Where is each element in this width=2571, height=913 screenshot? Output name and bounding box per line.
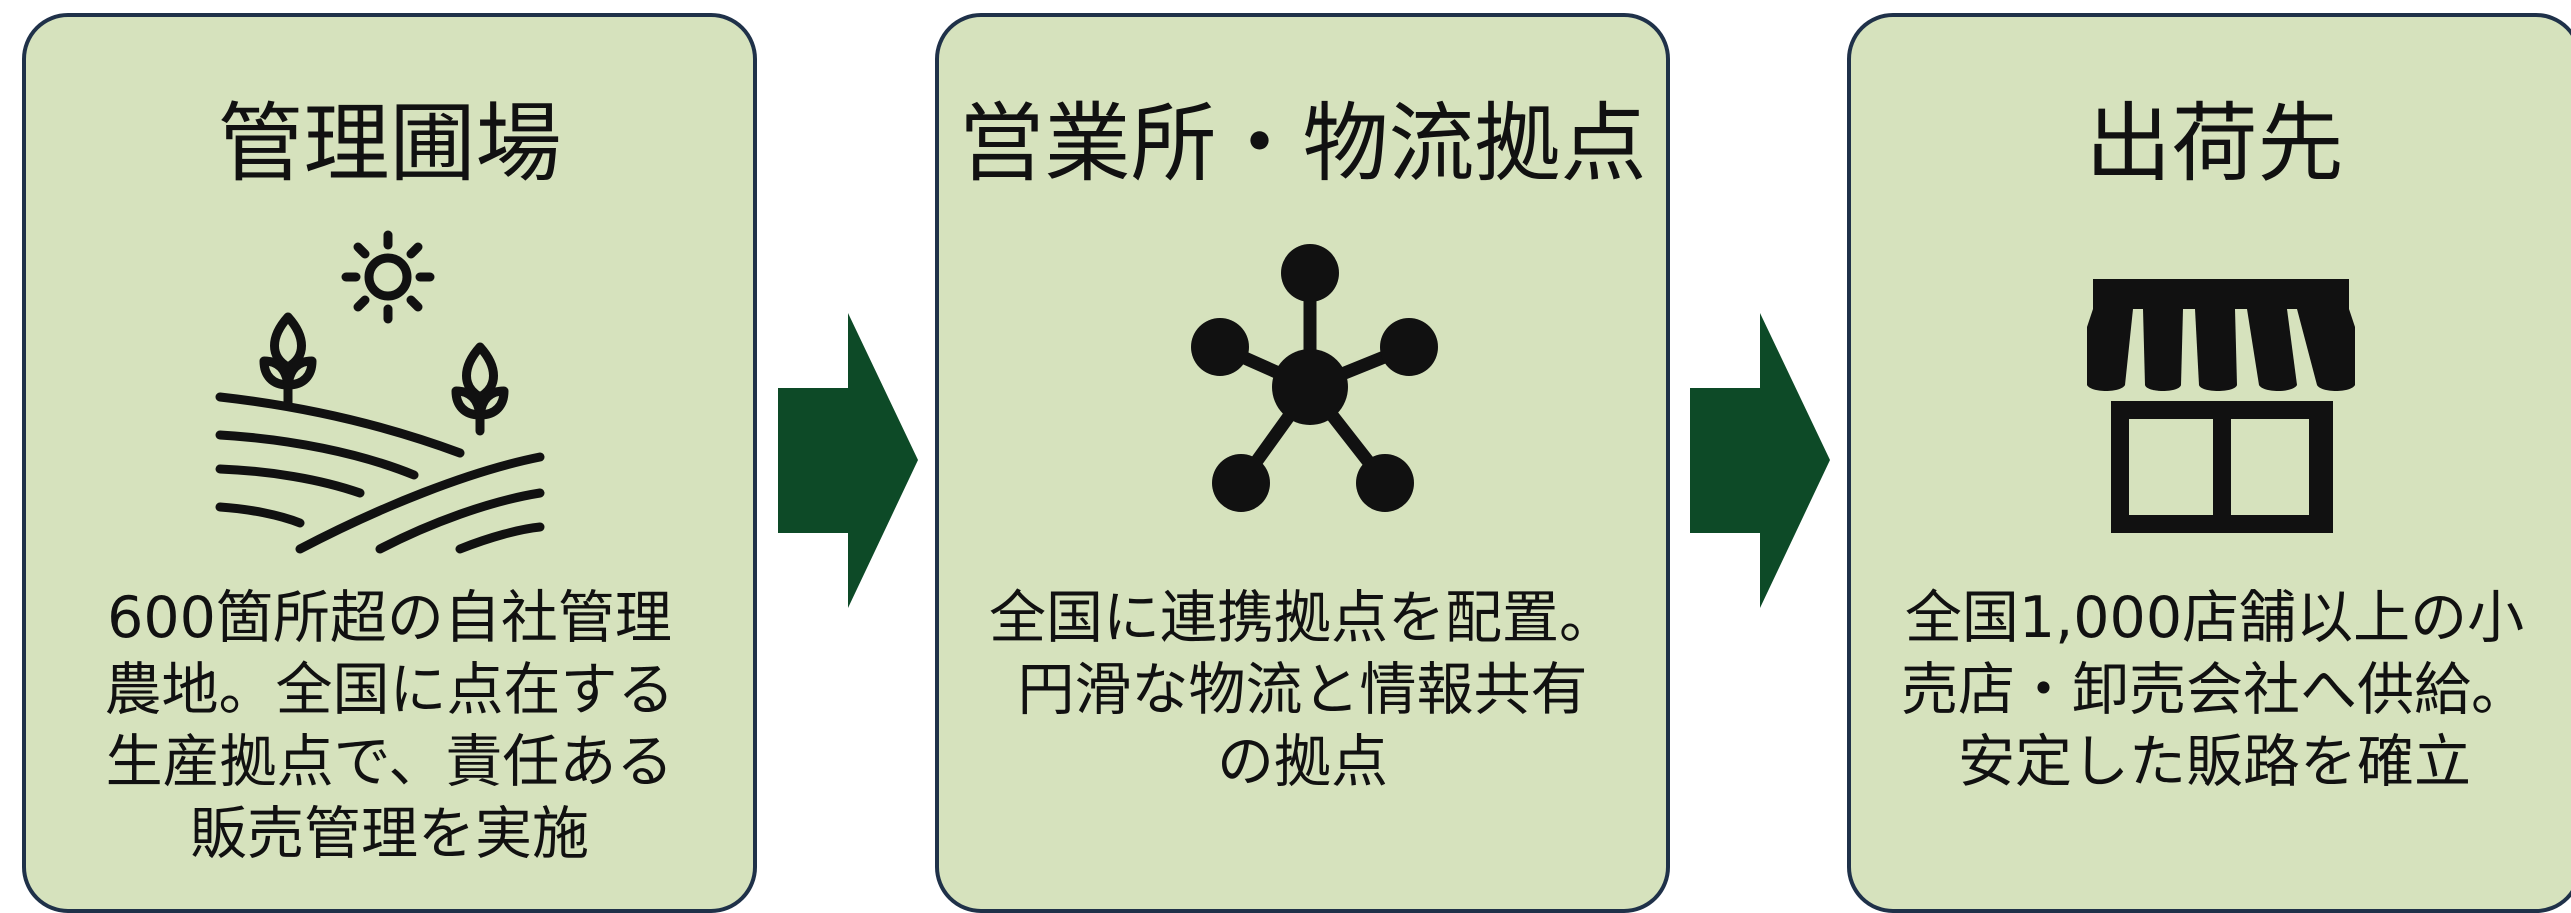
card-shipping-destinations: 出荷先 全国1,000店舗以上の小 売店・卸売会社へ供給。 bbox=[1847, 13, 2571, 913]
card-description: 全国に連携拠点を配置。 円滑な物流と情報共有 の拠点 bbox=[959, 582, 1646, 798]
storefront-icon bbox=[1851, 217, 2571, 557]
description-line: 農地。全国に点在する bbox=[104, 657, 675, 723]
card-title: 営業所・物流拠点 bbox=[958, 94, 1647, 194]
description-line: 販売管理を実施 bbox=[190, 801, 589, 867]
description-line: 生産拠点で、責任ある bbox=[105, 729, 674, 795]
description-line: 全国に連携拠点を配置。 bbox=[989, 585, 1616, 651]
card-description: 600箇所超の自社管理 農地。全国に点在する 生産拠点で、責任ある 販売管理を実… bbox=[46, 582, 733, 870]
network-hub-icon bbox=[939, 217, 1666, 557]
card-logistics-hubs: 営業所・物流拠点 全国に連携拠点を配置。 円滑な物流と情報共有 の拠点 bbox=[935, 13, 1670, 913]
card-title: 出荷先 bbox=[2085, 94, 2344, 194]
farm-field-icon bbox=[26, 217, 753, 557]
right-arrow bbox=[778, 313, 918, 608]
description-line: 全国1,000店舗以上の小 bbox=[1904, 585, 2525, 651]
description-line: の拠点 bbox=[1217, 729, 1388, 795]
card-description: 全国1,000店舗以上の小 売店・卸売会社へ供給。 安定した販路を確立 bbox=[1871, 582, 2558, 798]
card-title: 管理圃場 bbox=[217, 94, 562, 194]
description-line: 安定した販路を確立 bbox=[1958, 729, 2471, 795]
description-line: 600箇所超の自社管理 bbox=[107, 585, 672, 651]
description-line: 円滑な物流と情報共有 bbox=[1017, 657, 1588, 723]
card-managed-farms: 管理圃場 bbox=[22, 13, 757, 913]
description-line: 売店・卸売会社へ供給。 bbox=[1901, 657, 2528, 723]
right-arrow bbox=[1690, 313, 1830, 608]
